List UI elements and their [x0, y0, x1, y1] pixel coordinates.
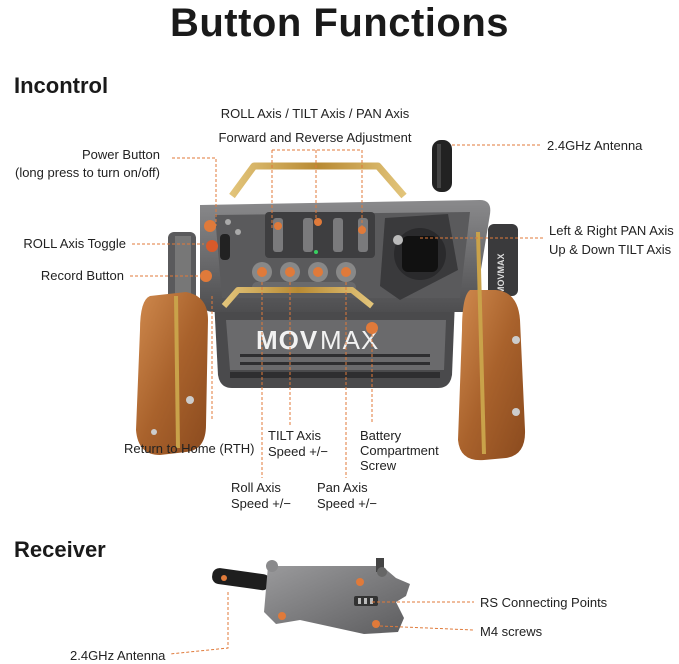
label-tilt-speed-line2: Speed +/− — [268, 444, 328, 459]
receiver-part — [212, 558, 410, 634]
label-pan-speed-line1: Pan Axis — [317, 480, 368, 495]
label-pan-speed-line2: Speed +/− — [317, 496, 377, 511]
section-heading-receiver: Receiver — [14, 537, 106, 562]
label-m4-screws: M4 screws — [480, 624, 543, 639]
label-antenna: 2.4GHz Antenna — [547, 138, 643, 153]
label-rs-connecting-points: RS Connecting Points — [480, 595, 608, 610]
top-plate — [200, 200, 491, 312]
label-pan-tilt-line2: Up & Down TILT Axis — [549, 242, 672, 257]
label-tilt-speed-line1: TILT Axis — [268, 428, 321, 443]
antenna-part — [432, 140, 452, 192]
side-logo: MOVMAX — [496, 254, 506, 295]
label-power-line1: Power Button — [81, 147, 160, 162]
callout-leaders — [130, 144, 544, 655]
label-axis-adjustment-line2: Forward and Reverse Adjustment — [218, 130, 412, 145]
label-pan-tilt-line1: Left & Right PAN Axis — [549, 223, 674, 238]
label-battery-line1: Battery — [360, 428, 402, 443]
label-receiver-antenna: 2.4GHz Antenna — [70, 648, 166, 663]
label-battery-line3: Screw — [360, 458, 397, 473]
section-heading-incontrol: Incontrol — [14, 73, 109, 98]
left-wood-grip — [136, 232, 208, 455]
label-axis-adjustment-line1: ROLL Axis / TILT Axis / PAN Axis — [220, 106, 410, 121]
label-roll-speed-line2: Speed +/− — [231, 496, 291, 511]
label-rth: Return to Home (RTH) — [124, 441, 255, 456]
brand-logo-bold: MOV — [256, 325, 318, 355]
lower-body — [214, 300, 455, 388]
label-roll-speed-line1: Roll Axis — [231, 480, 281, 495]
page-title: Button Functions — [169, 1, 510, 45]
label-record: Record Button — [40, 268, 124, 283]
label-battery-line2: Compartment — [360, 443, 439, 458]
label-power-line2: (long press to turn on/off) — [14, 165, 160, 180]
label-roll-toggle: ROLL Axis Toggle — [23, 236, 126, 251]
right-wood-grip: MOVMAX — [458, 224, 526, 461]
